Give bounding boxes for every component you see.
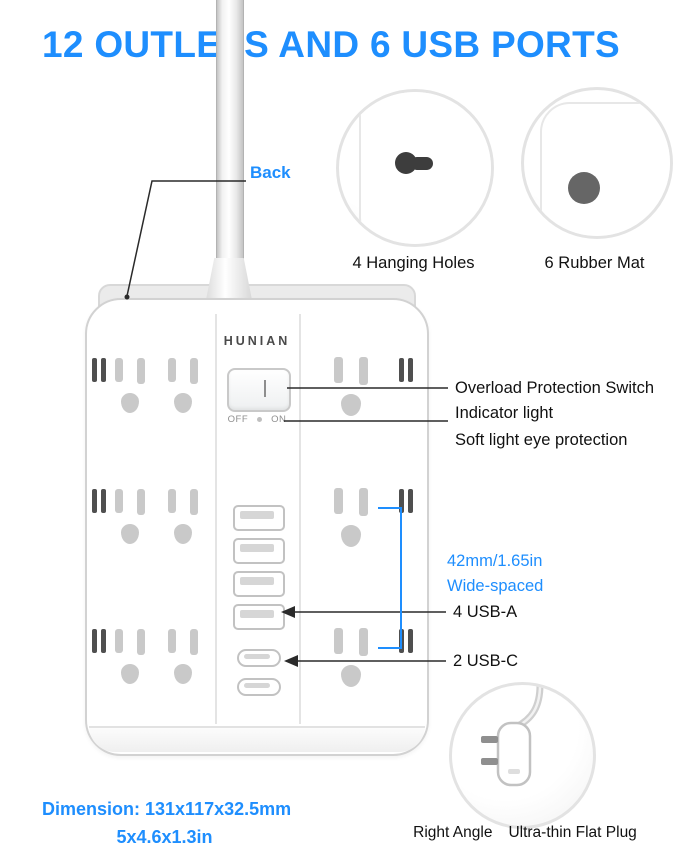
usb-c-label: 2 USB-C <box>453 652 519 670</box>
outlet <box>106 350 154 422</box>
outlet <box>324 620 378 696</box>
wide-spacing-label: Wide-spaced <box>447 577 544 595</box>
flat-plug-icon <box>481 685 544 787</box>
indicator-light <box>257 417 263 422</box>
panel-divider <box>299 314 301 724</box>
soft-light-label: Soft light eye protection <box>455 431 628 449</box>
outlet <box>106 481 154 553</box>
device-base-edge <box>89 726 425 752</box>
flat-plug-bubble <box>449 682 596 829</box>
overload-switch-label: Overload Protection Switch <box>455 379 655 397</box>
brand-logo: HUNIAN <box>223 334 291 348</box>
usb-c-port <box>237 678 281 696</box>
usb-a-port <box>233 604 285 630</box>
off-label: OFF <box>227 414 249 425</box>
outlet <box>324 480 378 556</box>
side-outlet-slots <box>92 629 108 653</box>
on-label: ON <box>271 414 287 425</box>
right-angle-label: Right Angle <box>413 824 493 841</box>
outlet <box>106 621 154 693</box>
indicator-light-label: Indicator light <box>455 404 554 422</box>
outlet <box>324 349 378 425</box>
flat-plug-label: Right Angle Ultra-thin Flat Plug <box>385 824 665 842</box>
usb-c-port <box>237 649 281 667</box>
hanging-holes-label: 4 Hanging Holes <box>352 254 475 272</box>
side-outlet-slots <box>399 629 415 653</box>
ultra-thin-label: Ultra-thin Flat Plug <box>508 824 637 841</box>
rubber-mat-bubble <box>521 87 673 239</box>
keyhole-icon <box>395 152 417 174</box>
panel-divider <box>215 314 217 724</box>
outlet <box>159 350 207 422</box>
usb-a-port <box>233 505 285 531</box>
keyhole-icon <box>413 157 433 170</box>
usb-a-port <box>233 571 285 597</box>
usb-a-port <box>233 538 285 564</box>
page-title: 12 OUTLETS AND 6 USB PORTS <box>42 24 620 65</box>
cord-strain-relief <box>206 258 252 300</box>
hanging-hole-bubble <box>336 89 494 247</box>
side-outlet-slots <box>92 358 108 382</box>
switch-mark <box>263 380 266 397</box>
outlet <box>159 481 207 553</box>
power-strip-front: HUNIAN OFF ON <box>85 298 429 756</box>
overload-protection-switch <box>227 368 291 412</box>
dimension-metric: Dimension: 131x117x32.5mm <box>42 799 292 819</box>
rubber-foot-icon <box>568 172 600 204</box>
side-outlet-slots <box>92 489 108 513</box>
rubber-mat-label: 6 Rubber Mat <box>544 254 645 272</box>
usb-a-label: 4 USB-A <box>453 603 518 621</box>
back-label: Back <box>250 163 291 182</box>
wide-spacing-value-label: 42mm/1.65in <box>447 552 543 570</box>
power-cord <box>216 0 244 268</box>
switch-scale: OFF ON <box>205 414 309 425</box>
outlet <box>159 621 207 693</box>
side-outlet-slots <box>399 489 415 513</box>
dimension-imperial: 5x4.6x1.3in <box>116 827 213 847</box>
back-surface <box>540 102 670 236</box>
side-outlet-slots <box>399 358 415 382</box>
